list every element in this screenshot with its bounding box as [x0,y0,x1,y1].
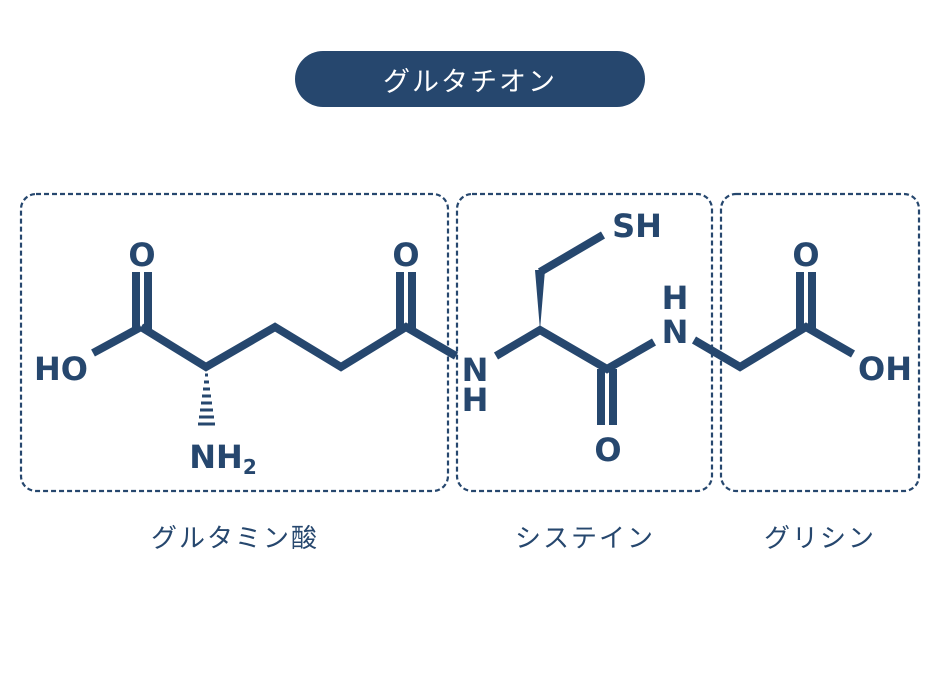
atom-o: O [392,236,419,274]
cysteine-box [455,192,714,493]
atom-n: N [662,313,689,351]
title-text: グルタチオン [383,66,557,98]
wedge-bond [535,270,545,330]
glutamic-acid-box [19,192,450,493]
atom-oh: OH [858,350,912,388]
atom-o: O [594,431,621,469]
glutamic-acid-label: グルタミン酸 [150,524,320,554]
atom-h: H [462,381,489,419]
bonds [91,231,855,425]
atom-sh: SH [612,207,662,245]
cysteine-label: システイン [514,524,656,554]
atom-o: O [128,236,155,274]
atom-o: O [792,236,819,274]
hashed-bond [198,373,215,426]
glycine-label: グリシン [763,524,877,554]
glycine-box [719,192,921,493]
atom-n: N [462,351,489,389]
atom-h: H [662,279,689,317]
atom-ho: HO [34,350,88,388]
atom-nh2: NH2 [189,438,256,479]
title-badge: グルタチオン [295,51,645,107]
